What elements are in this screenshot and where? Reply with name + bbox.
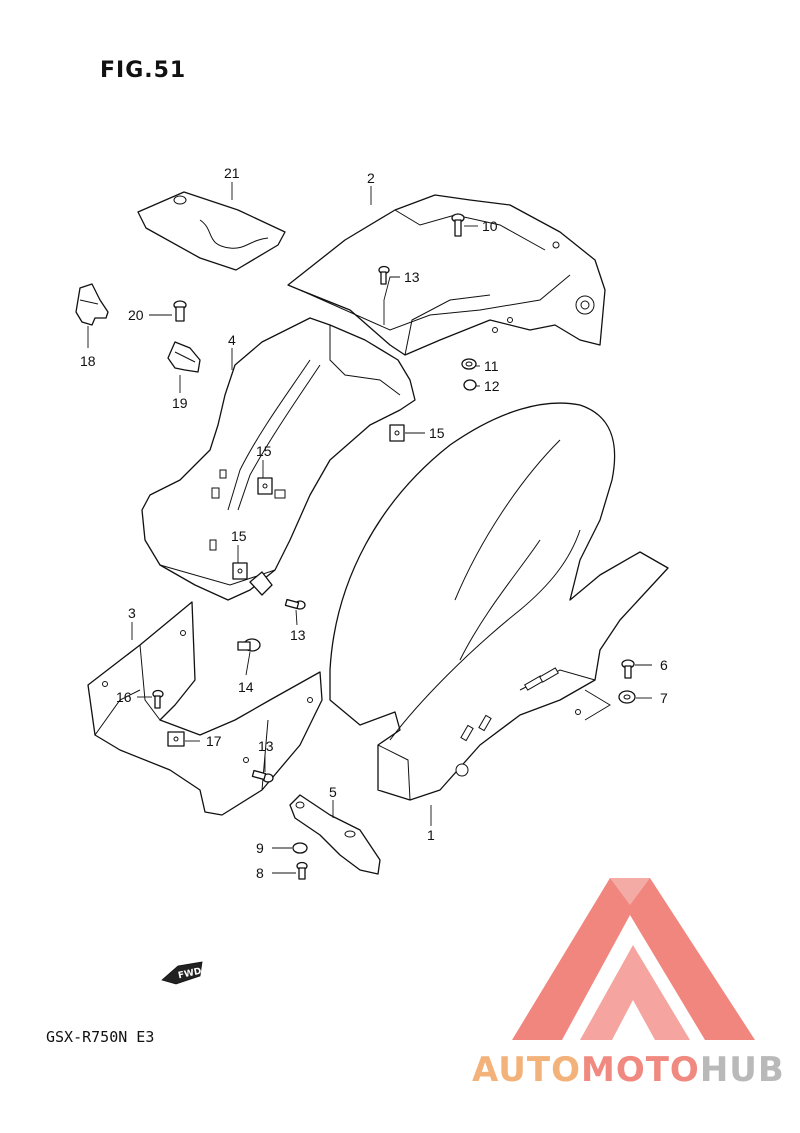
part-labels: 21 2 10 13 20 18 4 19 11 12 15 15 15 13 … [80,165,668,881]
watermark-logo-icon [512,878,755,1040]
label-17: 17 [206,733,222,749]
label-9: 9 [256,840,264,856]
bolt-10 [451,213,465,237]
washer-7 [618,690,636,704]
bracket-plate [249,571,273,596]
label-18: 18 [80,353,96,369]
label-11: 11 [484,358,499,374]
label-16: 16 [116,689,132,705]
model-code: GSX-R750N E3 [46,1028,155,1046]
label-15: 15 [429,425,445,441]
part-21-pad [137,191,286,271]
bolt-20 [173,300,187,322]
brand-auto: AUTO [472,1050,581,1090]
bolt-8 [296,861,308,880]
label-13: 13 [258,738,274,754]
screw-16 [152,689,164,709]
label-8: 8 [256,865,264,881]
label-10: 10 [482,218,498,234]
leader-lines [87,182,652,874]
brand-moto: MOTO [580,1050,700,1090]
part-2-tail-bracket [287,194,606,356]
part-5-bracket [289,794,381,875]
washer-12 [463,379,477,391]
nut-15a [389,424,405,442]
screw-13a [378,265,390,285]
label-13: 13 [290,627,306,643]
label-3: 3 [128,605,136,621]
nut-11 [461,358,477,370]
label-2: 2 [367,170,375,186]
fwd-arrow-icon: FWD [161,961,203,985]
screw-13b [284,598,306,610]
label-19: 19 [172,395,188,411]
label-15: 15 [231,528,247,544]
label-5: 5 [329,784,337,800]
label-6: 6 [660,657,668,673]
label-13: 13 [404,269,420,285]
nut-17 [167,731,185,747]
screw-13c [251,769,274,783]
label-20: 20 [128,307,144,323]
bolt-14 [237,638,261,652]
label-1: 1 [427,827,435,843]
watermark-brand: AUTOMOTOHUB [472,1050,785,1090]
label-21: 21 [224,165,240,181]
part-3-under-cover [87,601,323,816]
figure-title: FIG.51 [100,58,187,83]
bolt-6 [621,659,635,679]
washer-9 [292,842,308,854]
label-14: 14 [238,679,254,695]
nut-15b [257,477,273,495]
label-12: 12 [484,378,500,394]
part-18-clip [75,283,109,326]
fwd-label: FWD [177,967,202,982]
label-15: 15 [256,443,272,459]
nut-15c [232,562,248,580]
part-1-rear-fender [329,402,669,801]
part-19-clip [167,341,201,373]
brand-hub: HUB [699,1050,785,1090]
label-4: 4 [228,332,236,348]
label-7: 7 [660,690,668,706]
